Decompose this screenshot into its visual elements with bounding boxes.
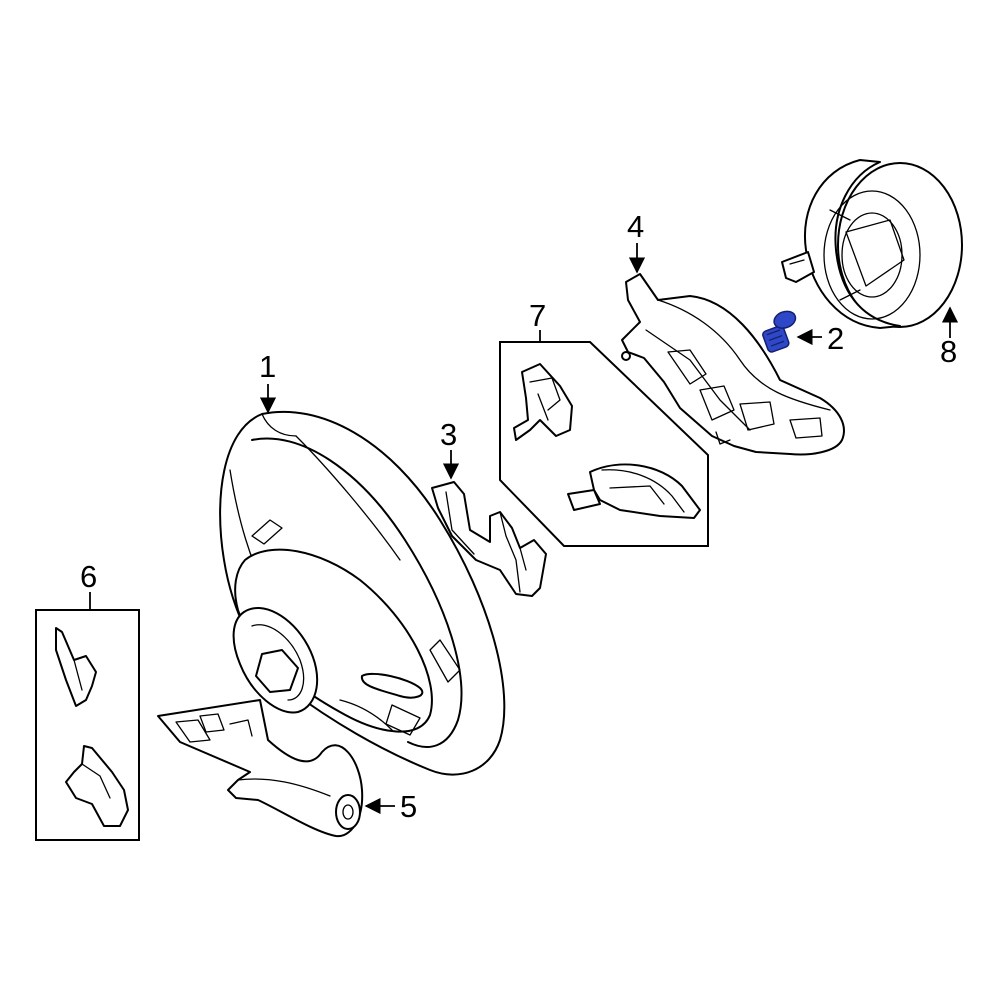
callout-3: 3 xyxy=(440,417,457,452)
switch-set-group[interactable] xyxy=(499,341,709,547)
callout-5: 5 xyxy=(400,789,417,824)
callout-2: 2 xyxy=(827,321,844,356)
callout-8: 8 xyxy=(940,334,957,369)
bolt[interactable] xyxy=(758,308,804,353)
callout-1: 1 xyxy=(259,349,276,384)
callout-4: 4 xyxy=(627,209,644,244)
switch-housing[interactable] xyxy=(621,273,845,456)
callout-7: 7 xyxy=(529,298,546,333)
paddle-shifter-group[interactable] xyxy=(35,609,140,841)
bracket[interactable] xyxy=(431,481,547,597)
upper-paddle xyxy=(55,627,97,707)
lower-paddle xyxy=(65,745,129,827)
lower-trim-cover[interactable] xyxy=(157,699,364,838)
left-switch xyxy=(513,363,573,441)
right-switch xyxy=(567,463,701,519)
steering-wheel[interactable] xyxy=(219,410,506,776)
airbag-module[interactable] xyxy=(781,159,963,329)
callout-6: 6 xyxy=(80,559,97,594)
